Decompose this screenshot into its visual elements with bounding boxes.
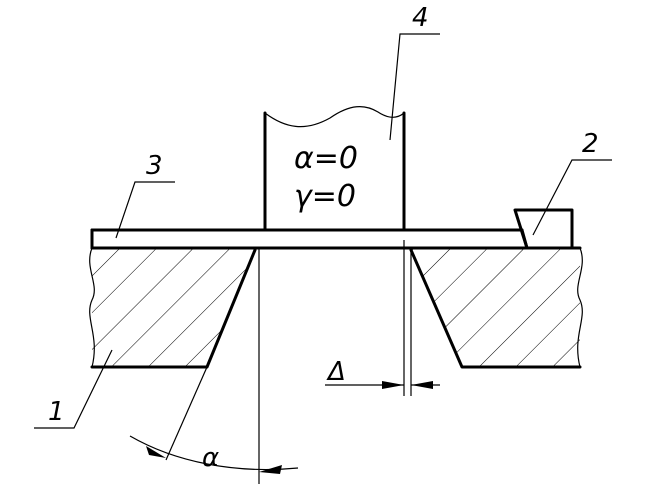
label-clearance-delta: Δ <box>326 357 346 387</box>
left-die <box>89 247 257 369</box>
label-part-3: 3 <box>146 151 163 181</box>
clearance-dimension <box>325 381 440 389</box>
label-part-4: 4 <box>412 3 429 33</box>
label-angle-alpha: α <box>202 443 219 473</box>
label-part-2: 2 <box>582 129 599 159</box>
sheet-strip <box>90 228 582 250</box>
label-part-1: 1 <box>48 397 65 427</box>
right-die <box>409 247 583 369</box>
label-alpha-zero: α=0 <box>294 141 358 176</box>
reference-lines <box>258 240 412 484</box>
label-gamma-zero: γ=0 <box>294 179 356 214</box>
angle-dimension <box>129 366 299 474</box>
stop-block <box>513 208 574 250</box>
leader-lines <box>34 33 612 429</box>
